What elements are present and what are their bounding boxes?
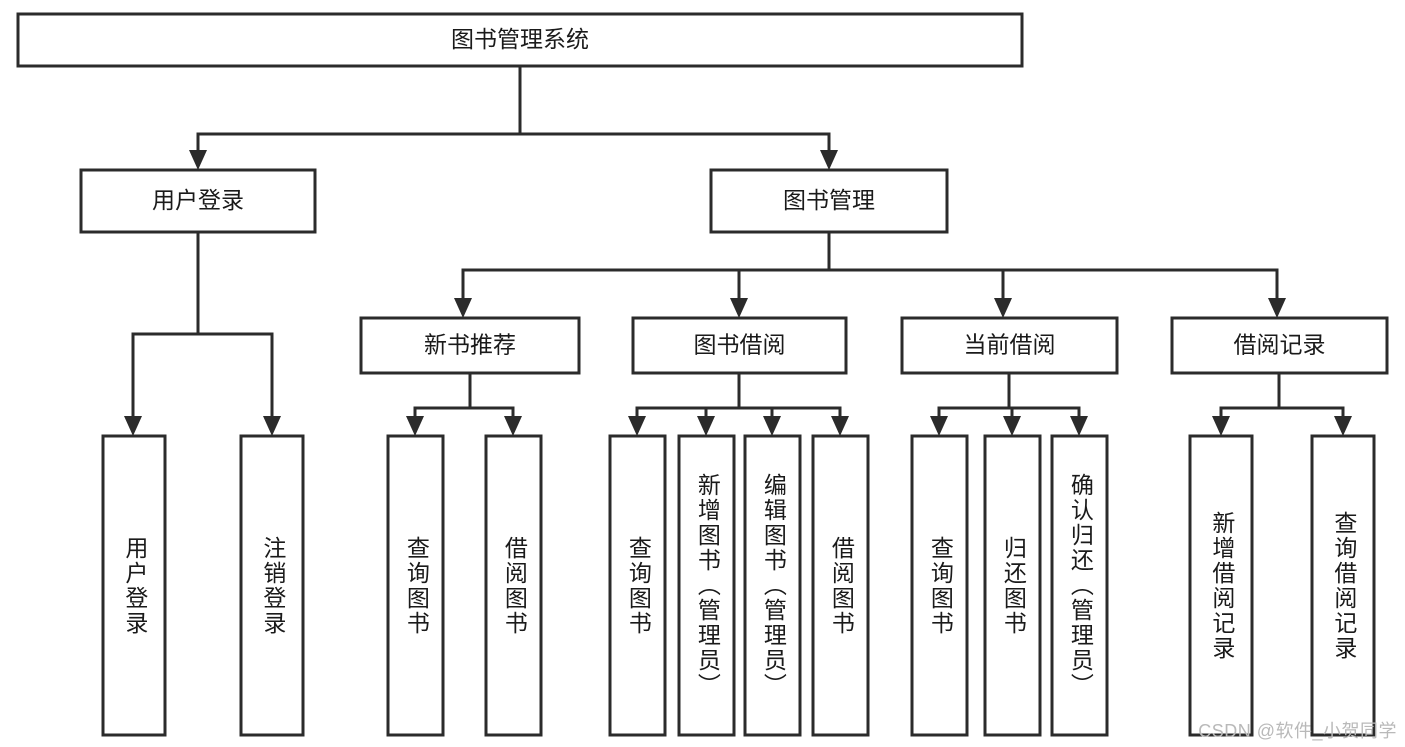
- arrow-head-icon: [930, 416, 948, 436]
- node-label-current-borrow: 当前借阅: [964, 332, 1056, 358]
- node-box-leaf-return-book[interactable]: [983, 434, 1042, 737]
- node-label-book-borrow: 图书借阅: [694, 332, 786, 358]
- node-box-leaf-add-borrow-record[interactable]: [1188, 434, 1254, 737]
- node-box-book-borrow[interactable]: [631, 316, 848, 375]
- node-box-leaf-user-login[interactable]: [101, 434, 167, 737]
- node-box-leaf-query-book-current[interactable]: [910, 434, 969, 737]
- node-label-root: 图书管理系统: [451, 26, 589, 52]
- node-label-user-login: 用户登录: [152, 187, 244, 213]
- arrow-head-icon: [1003, 416, 1021, 436]
- arrow-head-icon: [763, 416, 781, 436]
- node-box-leaf-edit-book-admin[interactable]: [743, 434, 802, 737]
- node-box-leaf-query-book-borrow[interactable]: [608, 434, 667, 737]
- arrow-head-icon: [406, 416, 424, 436]
- arrow-head-icon: [820, 150, 838, 170]
- connectors-layer: [124, 64, 1352, 436]
- node-label-borrow-record: 借阅记录: [1234, 332, 1326, 358]
- arrow-head-icon: [1212, 416, 1230, 436]
- node-box-new-book-recommend[interactable]: [359, 316, 581, 375]
- node-box-leaf-logout-login[interactable]: [239, 434, 305, 737]
- node-box-leaf-borrow-book-recommend[interactable]: [484, 434, 543, 737]
- arrow-head-icon: [831, 416, 849, 436]
- arrow-head-icon: [263, 416, 281, 436]
- node-box-current-borrow[interactable]: [900, 316, 1119, 375]
- arrow-head-icon: [124, 416, 142, 436]
- arrow-head-icon: [1334, 416, 1352, 436]
- node-box-borrow-record[interactable]: [1170, 316, 1389, 375]
- node-box-leaf-confirm-return-admin[interactable]: [1050, 434, 1109, 737]
- node-box-leaf-add-book-admin[interactable]: [677, 434, 736, 737]
- arrow-head-icon: [189, 150, 207, 170]
- arrow-head-icon: [628, 416, 646, 436]
- boxes-layer: [16, 12, 1389, 737]
- arrow-head-icon: [1268, 298, 1286, 318]
- node-box-leaf-borrow-book[interactable]: [811, 434, 870, 737]
- arrow-head-icon: [697, 416, 715, 436]
- arrow-head-icon: [504, 416, 522, 436]
- node-box-user-login[interactable]: [79, 168, 317, 234]
- arrow-head-icon: [730, 298, 748, 318]
- csdn-watermark: CSDN @软件_小贺同学: [1198, 721, 1397, 741]
- node-box-book-management[interactable]: [709, 168, 949, 234]
- node-box-leaf-query-book-recommend[interactable]: [386, 434, 445, 737]
- node-label-book-management: 图书管理: [783, 187, 875, 213]
- arrow-head-icon: [994, 298, 1012, 318]
- node-label-new-book-recommend: 新书推荐: [424, 332, 516, 358]
- node-box-root[interactable]: [16, 12, 1024, 68]
- arrow-head-icon: [1070, 416, 1088, 436]
- arrow-head-icon: [454, 298, 472, 318]
- node-box-leaf-query-borrow-record[interactable]: [1310, 434, 1376, 737]
